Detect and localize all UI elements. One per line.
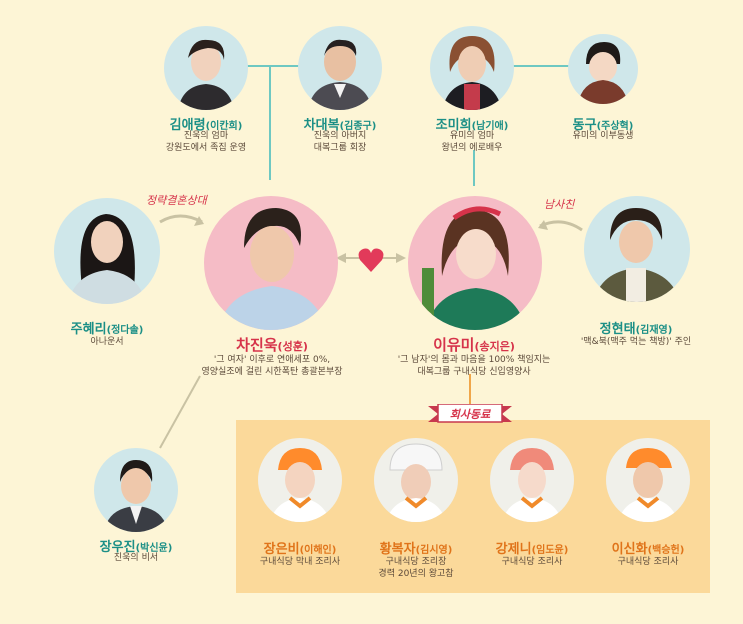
avatar-lee-yumi [408, 196, 542, 330]
heart-icon [358, 248, 384, 272]
avatar-jeong-hyeontae [584, 196, 690, 302]
name-jo-mihee: 조미희(남기애) [435, 118, 509, 133]
avatar-cha-jinwook [204, 196, 338, 330]
line-jinwook-woojin [159, 375, 201, 449]
desc-donggu: 유미의 이부동생 [572, 131, 634, 141]
name-cha-daebok: 차대복(김종구) [303, 118, 377, 133]
name-lee-yumi: 이유미(송지은) [433, 336, 515, 354]
company-tag-label: 회사동료 [449, 408, 491, 421]
name-jang-eunbi: 장은비(이해인) [263, 542, 337, 557]
desc-kang-jeni: 구내식당 조리사 [501, 557, 563, 567]
desc-cha-jinwook: '그 여자' 이후로 연애세포 0%,영양실조에 걸린 시한폭탄 총괄본부장 [201, 355, 343, 377]
avatar-jang-eunbi [258, 438, 342, 522]
name-jang-woojin: 장우진(박신윤) [99, 540, 173, 555]
relation-label-hyeontae: 남사친 [544, 198, 575, 211]
relation-label-hyeri: 정략결혼상대 [146, 194, 207, 207]
arrow-hyeri-jinwook [159, 214, 203, 224]
name-hwang-bokja: 황복자(김시영) [379, 542, 453, 557]
arrow-right-heart [396, 253, 406, 263]
avatar-donggu [568, 34, 638, 104]
name-lee-sinhwa: 이신화(백승헌) [611, 542, 685, 557]
name-donggu: 동구(주상혁) [572, 118, 634, 133]
ribbon-icon [428, 403, 512, 423]
arrow-head-hyeri [194, 216, 204, 226]
desc-jeong-hyeontae: '맥&북(맥주 먹는 책방)' 주인 [580, 337, 692, 347]
avatar-ju-hyeri [54, 198, 160, 304]
desc-ju-hyeri: 아나운서 [90, 337, 124, 347]
company-tag: 회사동료 [428, 403, 512, 424]
arrow-head-hyeontae [538, 220, 548, 230]
name-kang-jeni: 강제니(임도윤) [495, 542, 569, 557]
desc-jang-eunbi: 구내식당 막내 조리사 [259, 557, 341, 567]
arrow-left-heart [336, 253, 346, 263]
avatar-hwang-bokja [374, 438, 458, 522]
avatar-jo-mihee [430, 26, 514, 110]
avatar-kang-jeni [490, 438, 574, 522]
name-kim-aeryeong: 김애령(이칸희) [169, 118, 243, 133]
desc-lee-sinhwa: 구내식당 조리사 [617, 557, 679, 567]
name-ju-hyeri: 주혜리(정다솔) [70, 322, 144, 337]
name-cha-jinwook: 차진욱(성훈) [236, 336, 308, 354]
avatar-lee-sinhwa [606, 438, 690, 522]
avatar-kim-aeryeong [164, 26, 248, 110]
avatar-cha-daebok [298, 26, 382, 110]
name-jeong-hyeontae: 정현태(김재영) [599, 322, 673, 337]
avatar-jang-woojin [94, 448, 178, 532]
desc-jang-woojin: 진욱의 비서 [113, 553, 159, 563]
